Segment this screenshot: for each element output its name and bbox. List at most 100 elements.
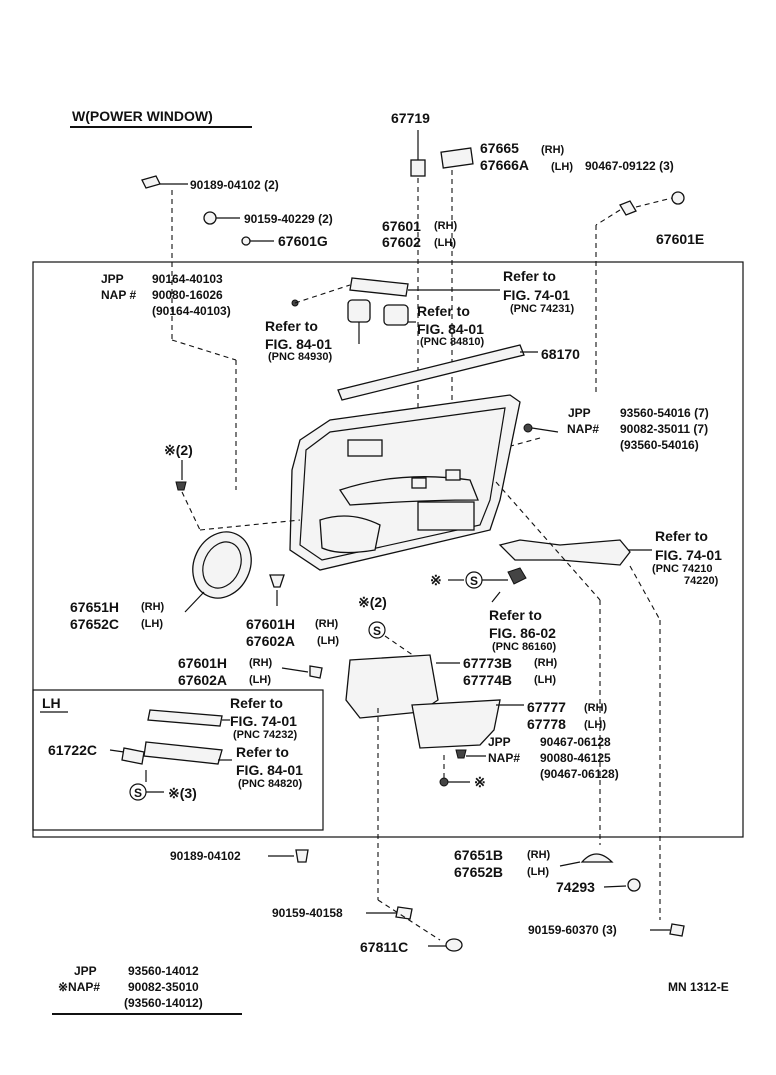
leader-ref5 <box>491 591 501 603</box>
trim-speaker-grille <box>347 439 383 457</box>
label-68170: 68170 <box>541 346 580 362</box>
bracket-61722C <box>121 747 145 765</box>
dash-right-top <box>595 209 621 226</box>
label-67665-rh: (RH) <box>541 144 565 156</box>
label-ref1-c: (PNC 74231) <box>510 303 575 315</box>
label-90467-09122: 90467-09122 (3) <box>585 159 674 173</box>
label-67652B-lh: (LH) <box>527 866 549 878</box>
label-ref4-c: (PNC 74210 <box>652 563 713 575</box>
label-jpp3-val: 90467-06128 <box>540 735 611 749</box>
switch-86160 <box>507 567 527 585</box>
label-67778-lh: (LH) <box>584 719 606 731</box>
label-nap2: NAP# <box>567 422 599 436</box>
label-ref5-a: Refer to <box>489 607 542 623</box>
label-67602A-a-lh: (LH) <box>317 635 339 647</box>
label-67778: 67778 <box>527 716 566 732</box>
label-ref2-a: Refer to <box>417 303 470 319</box>
screw-90159 <box>203 211 217 225</box>
label-67774B: 67774B <box>463 672 512 688</box>
switch-84810 <box>383 304 409 326</box>
note-2b: ※(2) <box>358 594 387 610</box>
clip-67601H-b <box>309 665 323 679</box>
label-90189-04102: 90189-04102 <box>170 849 241 863</box>
label-67811C: 67811C <box>360 939 408 955</box>
label-67777: 67777 <box>527 699 566 715</box>
label-ref6-b: FIG. 74-01 <box>230 713 297 729</box>
label-ref7-a: Refer to <box>236 744 289 760</box>
label-ref3-a: Refer to <box>265 318 318 334</box>
label-67666A-lh: (LH) <box>551 161 573 173</box>
label-jpp1: JPP <box>101 272 124 286</box>
label-ref4-a: Refer to <box>655 528 708 544</box>
leader-67601H-b <box>281 667 309 673</box>
dash-left-a <box>171 339 237 361</box>
note-2a: ※(2) <box>164 442 193 458</box>
lh-switch-84820 <box>143 741 223 765</box>
legend-nap-val: 90082-35010 <box>128 980 199 994</box>
label-90159-40229-2: 90159-40229 (2) <box>244 212 333 226</box>
lh-switch-bezel <box>147 709 223 727</box>
dash-90164 <box>294 284 351 304</box>
label-jpp3: JPP <box>488 735 511 749</box>
speaker-grille-67651H <box>192 531 252 599</box>
lh-s-mark-letter: S <box>134 786 142 800</box>
label-ref1-a: Refer to <box>503 268 556 284</box>
trim-pocket <box>417 501 475 531</box>
label-67602: 67602 <box>382 234 421 250</box>
cover-67665 <box>440 147 474 169</box>
label-nap3-val: 90080-46125 <box>540 751 611 765</box>
clip-67601E <box>671 191 685 205</box>
diagram-title: W(POWER WINDOW) <box>72 108 213 124</box>
armrest-74210 <box>498 539 631 566</box>
label-67601H-a: 67601H <box>246 616 295 632</box>
leader-67651H <box>184 591 205 613</box>
label-67773B: 67773B <box>463 655 512 671</box>
screw-90189-top <box>141 175 161 189</box>
label-67601-rh: (RH) <box>434 220 458 232</box>
leader-61722C <box>109 749 125 753</box>
leader-74293 <box>603 885 627 888</box>
label-67774B-lh: (LH) <box>534 674 556 686</box>
label-jpp1-val: 90164-40103 <box>152 272 223 286</box>
label-67601H-b: 67601H <box>178 655 227 671</box>
trim-armrest <box>338 476 479 506</box>
clip-93560 <box>523 423 533 433</box>
screw-90159-40158 <box>395 906 413 920</box>
label-nap3: NAP# <box>488 751 520 765</box>
label-67602-lh: (LH) <box>434 237 456 249</box>
main-frame <box>32 261 744 838</box>
label-ref7-c: (PNC 84820) <box>238 778 303 790</box>
label-ref3-b: FIG. 84-01 <box>265 336 332 352</box>
dash-74220 <box>629 565 661 621</box>
label-67652C: 67652C <box>70 616 119 632</box>
note-3: ※(3) <box>168 785 197 801</box>
label-ref7-b: FIG. 84-01 <box>236 762 303 778</box>
label-67601E: 67601E <box>656 231 704 247</box>
label-67777-rh: (RH) <box>584 702 608 714</box>
dash-note-2b <box>384 635 421 661</box>
label-67652C-lh: (LH) <box>141 618 163 630</box>
label-90159-60370: 90159-60370 (3) <box>528 923 617 937</box>
label-67602A-b: 67602A <box>178 672 227 688</box>
lh-box-title: LH <box>42 695 61 711</box>
label-ref4-b: FIG. 74-01 <box>655 547 722 563</box>
s-mark-2b-circle <box>368 621 386 639</box>
speaker-grille-inner <box>202 541 242 589</box>
label-67601H-b-rh: (RH) <box>249 657 273 669</box>
cap-67811C <box>445 938 463 952</box>
label-jpp2-val: 93560-54016 (7) <box>620 406 709 420</box>
label-ref6-c: (PNC 74232) <box>233 729 298 741</box>
clip-90467 <box>455 749 467 759</box>
s-mark-star: ※ <box>430 572 442 588</box>
label-74293: 74293 <box>556 879 595 895</box>
nut-74293 <box>627 878 641 892</box>
legend-jpp-val: 93560-14012 <box>128 964 199 978</box>
label-90189-04102-2: 90189-04102 (2) <box>190 178 279 192</box>
label-ref5-b: FIG. 86-02 <box>489 625 556 641</box>
label-61722C: 61722C <box>48 742 97 758</box>
label-67601H-a-rh: (RH) <box>315 618 339 630</box>
trim-map-pocket <box>319 515 381 554</box>
door-trim-inner <box>299 407 506 561</box>
